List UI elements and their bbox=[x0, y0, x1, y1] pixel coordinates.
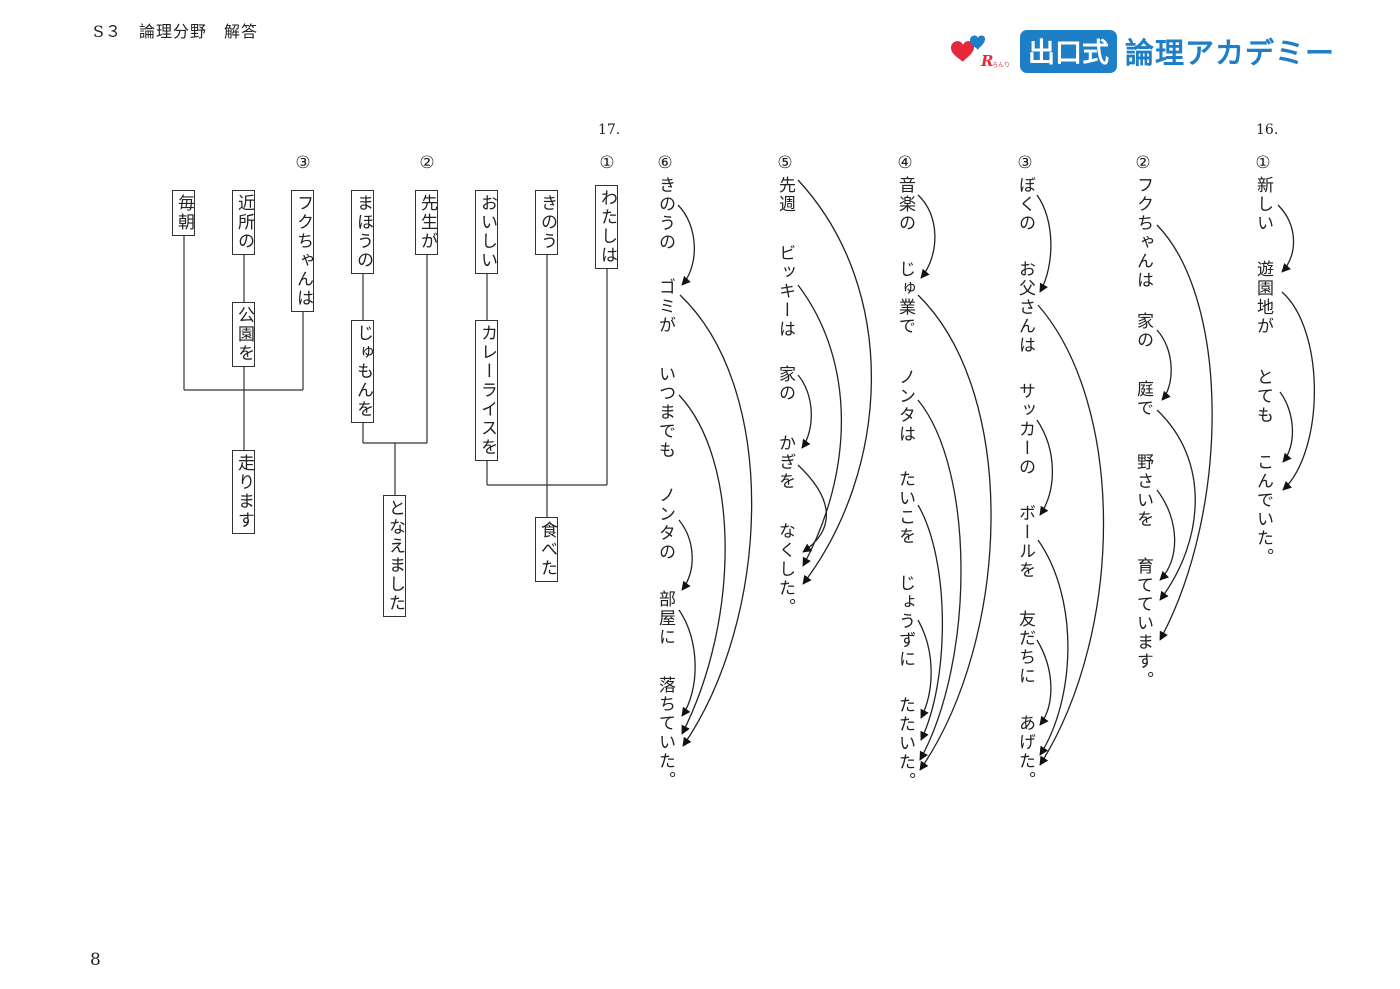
q16-5-mark: ⑤ bbox=[777, 153, 793, 173]
q17-3-mod: 近所の bbox=[232, 190, 255, 255]
arrow-16-3a bbox=[1036, 194, 1052, 293]
arrow-16-6a bbox=[677, 204, 695, 286]
q16-4-chunk-6: たたいた。 bbox=[895, 696, 915, 791]
q17-3-obj: 公園を bbox=[232, 302, 255, 367]
arrow-16-3e bbox=[1036, 639, 1052, 726]
q17-1-verb: 食べた bbox=[535, 517, 558, 582]
q17-1-time: きのう bbox=[535, 190, 558, 255]
q16-4-chunk-2: じゅ業で bbox=[895, 260, 915, 336]
arrow-16-6b bbox=[679, 294, 753, 747]
arrow-16-5a bbox=[797, 179, 873, 585]
q16-6-chunk-2: ゴミが bbox=[655, 278, 675, 335]
q16-3-mark: ③ bbox=[1017, 153, 1033, 173]
arrow-16-3d bbox=[1037, 539, 1069, 756]
q17-2-subject: 先生が bbox=[415, 190, 438, 255]
q17-2-verb: となえました bbox=[383, 495, 406, 617]
arrow-16-5d bbox=[797, 464, 827, 553]
q16-4-chunk-5: じょうずに bbox=[895, 574, 915, 669]
q16-3-chunk-5: 友だちに bbox=[1015, 610, 1035, 686]
arrow-16-4e bbox=[917, 619, 932, 719]
header-title: S３ 論理分野 解答 bbox=[93, 22, 258, 41]
q16-1-chunk-1: 新しい bbox=[1253, 176, 1273, 233]
q16-number: 16. bbox=[1256, 122, 1279, 138]
q16-6-mark: ⑥ bbox=[657, 153, 673, 173]
q16-1-chunk-4: こんでいた。 bbox=[1253, 453, 1273, 567]
q16-3-chunk-1: ぼくの bbox=[1015, 176, 1035, 233]
q17-2-mark: ② bbox=[419, 153, 435, 173]
q16-3-chunk-4: ボールを bbox=[1015, 504, 1035, 580]
q16-6-chunk-4: ノンタの bbox=[655, 486, 675, 562]
arrow-16-2c bbox=[1156, 409, 1196, 601]
arrow-16-6c bbox=[678, 394, 726, 735]
q17-1-mark: ① bbox=[599, 153, 615, 173]
arrow-16-6d bbox=[678, 519, 693, 591]
arrow-16-3c bbox=[1036, 419, 1054, 516]
arrow-16-5c bbox=[797, 374, 812, 449]
q16-2-chunk-5: 育てています。 bbox=[1133, 557, 1153, 690]
q16-6-chunk-1: きのうの bbox=[655, 176, 675, 252]
q16-5-chunk-1: 先週 bbox=[775, 176, 795, 214]
arrow-16-2b bbox=[1156, 329, 1172, 401]
arrow-16-2d bbox=[1156, 489, 1176, 581]
logo-box-text: 出口式 bbox=[1020, 29, 1117, 73]
q17-number: 17. bbox=[598, 122, 621, 138]
arrow-16-4c bbox=[917, 399, 962, 761]
q16-3-chunk-3: サッカーの bbox=[1015, 382, 1035, 477]
q16-2-chunk-2: 家の bbox=[1133, 312, 1153, 350]
page-number: 8 bbox=[90, 950, 101, 970]
q16-4-chunk-4: たいこを bbox=[895, 470, 915, 546]
arrow-16-2a bbox=[1156, 224, 1213, 641]
q16-2-chunk-3: 庭で bbox=[1133, 380, 1153, 418]
arrow-16-4a bbox=[917, 194, 936, 279]
svg-text:R: R bbox=[980, 52, 993, 70]
q17-3-subject: フクちゃんは bbox=[291, 190, 314, 312]
arrow-16-4b bbox=[917, 294, 992, 771]
q16-5-chunk-3: 家の bbox=[775, 365, 795, 403]
q16-4-mark: ④ bbox=[897, 153, 913, 173]
logo-hearts-icon: R ろんり bbox=[951, 35, 1010, 70]
q16-6-chunk-5: 部屋に bbox=[655, 590, 675, 647]
q16-1-chunk-2: 遊園地が bbox=[1253, 260, 1273, 336]
q17-1-obj: カレーライスを bbox=[475, 320, 498, 461]
q16-4-chunk-3: ノンタは bbox=[895, 368, 915, 444]
q16-4-chunk-1: 音楽の bbox=[895, 176, 915, 233]
q17-3-time: 毎朝 bbox=[172, 190, 195, 236]
logo-mark: R ろんり bbox=[948, 30, 1020, 72]
q16-5-chunk-4: かぎを bbox=[775, 434, 795, 491]
logo: R ろんり 出口式 論理アカデミー bbox=[948, 29, 1336, 73]
arrow-16-1c bbox=[1279, 391, 1294, 463]
q16-2-chunk-1: フクちゃんは bbox=[1133, 176, 1153, 290]
q17-1-adj: おいしい bbox=[475, 190, 498, 274]
q17-2-mod: まほうの bbox=[351, 190, 374, 274]
q16-6-chunk-6: 落ちていた。 bbox=[655, 676, 675, 790]
q16-1-chunk-3: とても bbox=[1253, 368, 1273, 425]
arrow-16-6e bbox=[678, 609, 696, 717]
logo-text: 論理アカデミー bbox=[1125, 36, 1336, 70]
arrow-16-1b bbox=[1281, 291, 1316, 491]
arrow-16-3b bbox=[1037, 304, 1105, 766]
arrow-16-1a bbox=[1277, 204, 1295, 273]
q16-2-chunk-4: 野さいを bbox=[1133, 453, 1153, 529]
q16-1-mark: ① bbox=[1255, 153, 1271, 173]
q16-3-chunk-6: あげた。 bbox=[1015, 714, 1035, 790]
q17-3-verb: 走ります bbox=[232, 450, 255, 534]
q16-6-chunk-3: いつまでも bbox=[655, 365, 675, 460]
q17-2-obj: じゅもんを bbox=[351, 320, 374, 423]
arrow-16-5b bbox=[797, 284, 843, 567]
q16-5-chunk-5: なくした。 bbox=[775, 522, 795, 617]
logo-ruby: ろんり bbox=[992, 62, 1010, 69]
q16-3-chunk-2: お父さんは bbox=[1015, 260, 1035, 355]
q17-3-mark: ③ bbox=[295, 153, 311, 173]
q16-2-mark: ② bbox=[1135, 153, 1151, 173]
q17-1-subject: わたしは bbox=[595, 185, 618, 269]
q16-5-chunk-2: ビッキーは bbox=[775, 244, 795, 339]
arrow-16-4d bbox=[917, 504, 944, 741]
